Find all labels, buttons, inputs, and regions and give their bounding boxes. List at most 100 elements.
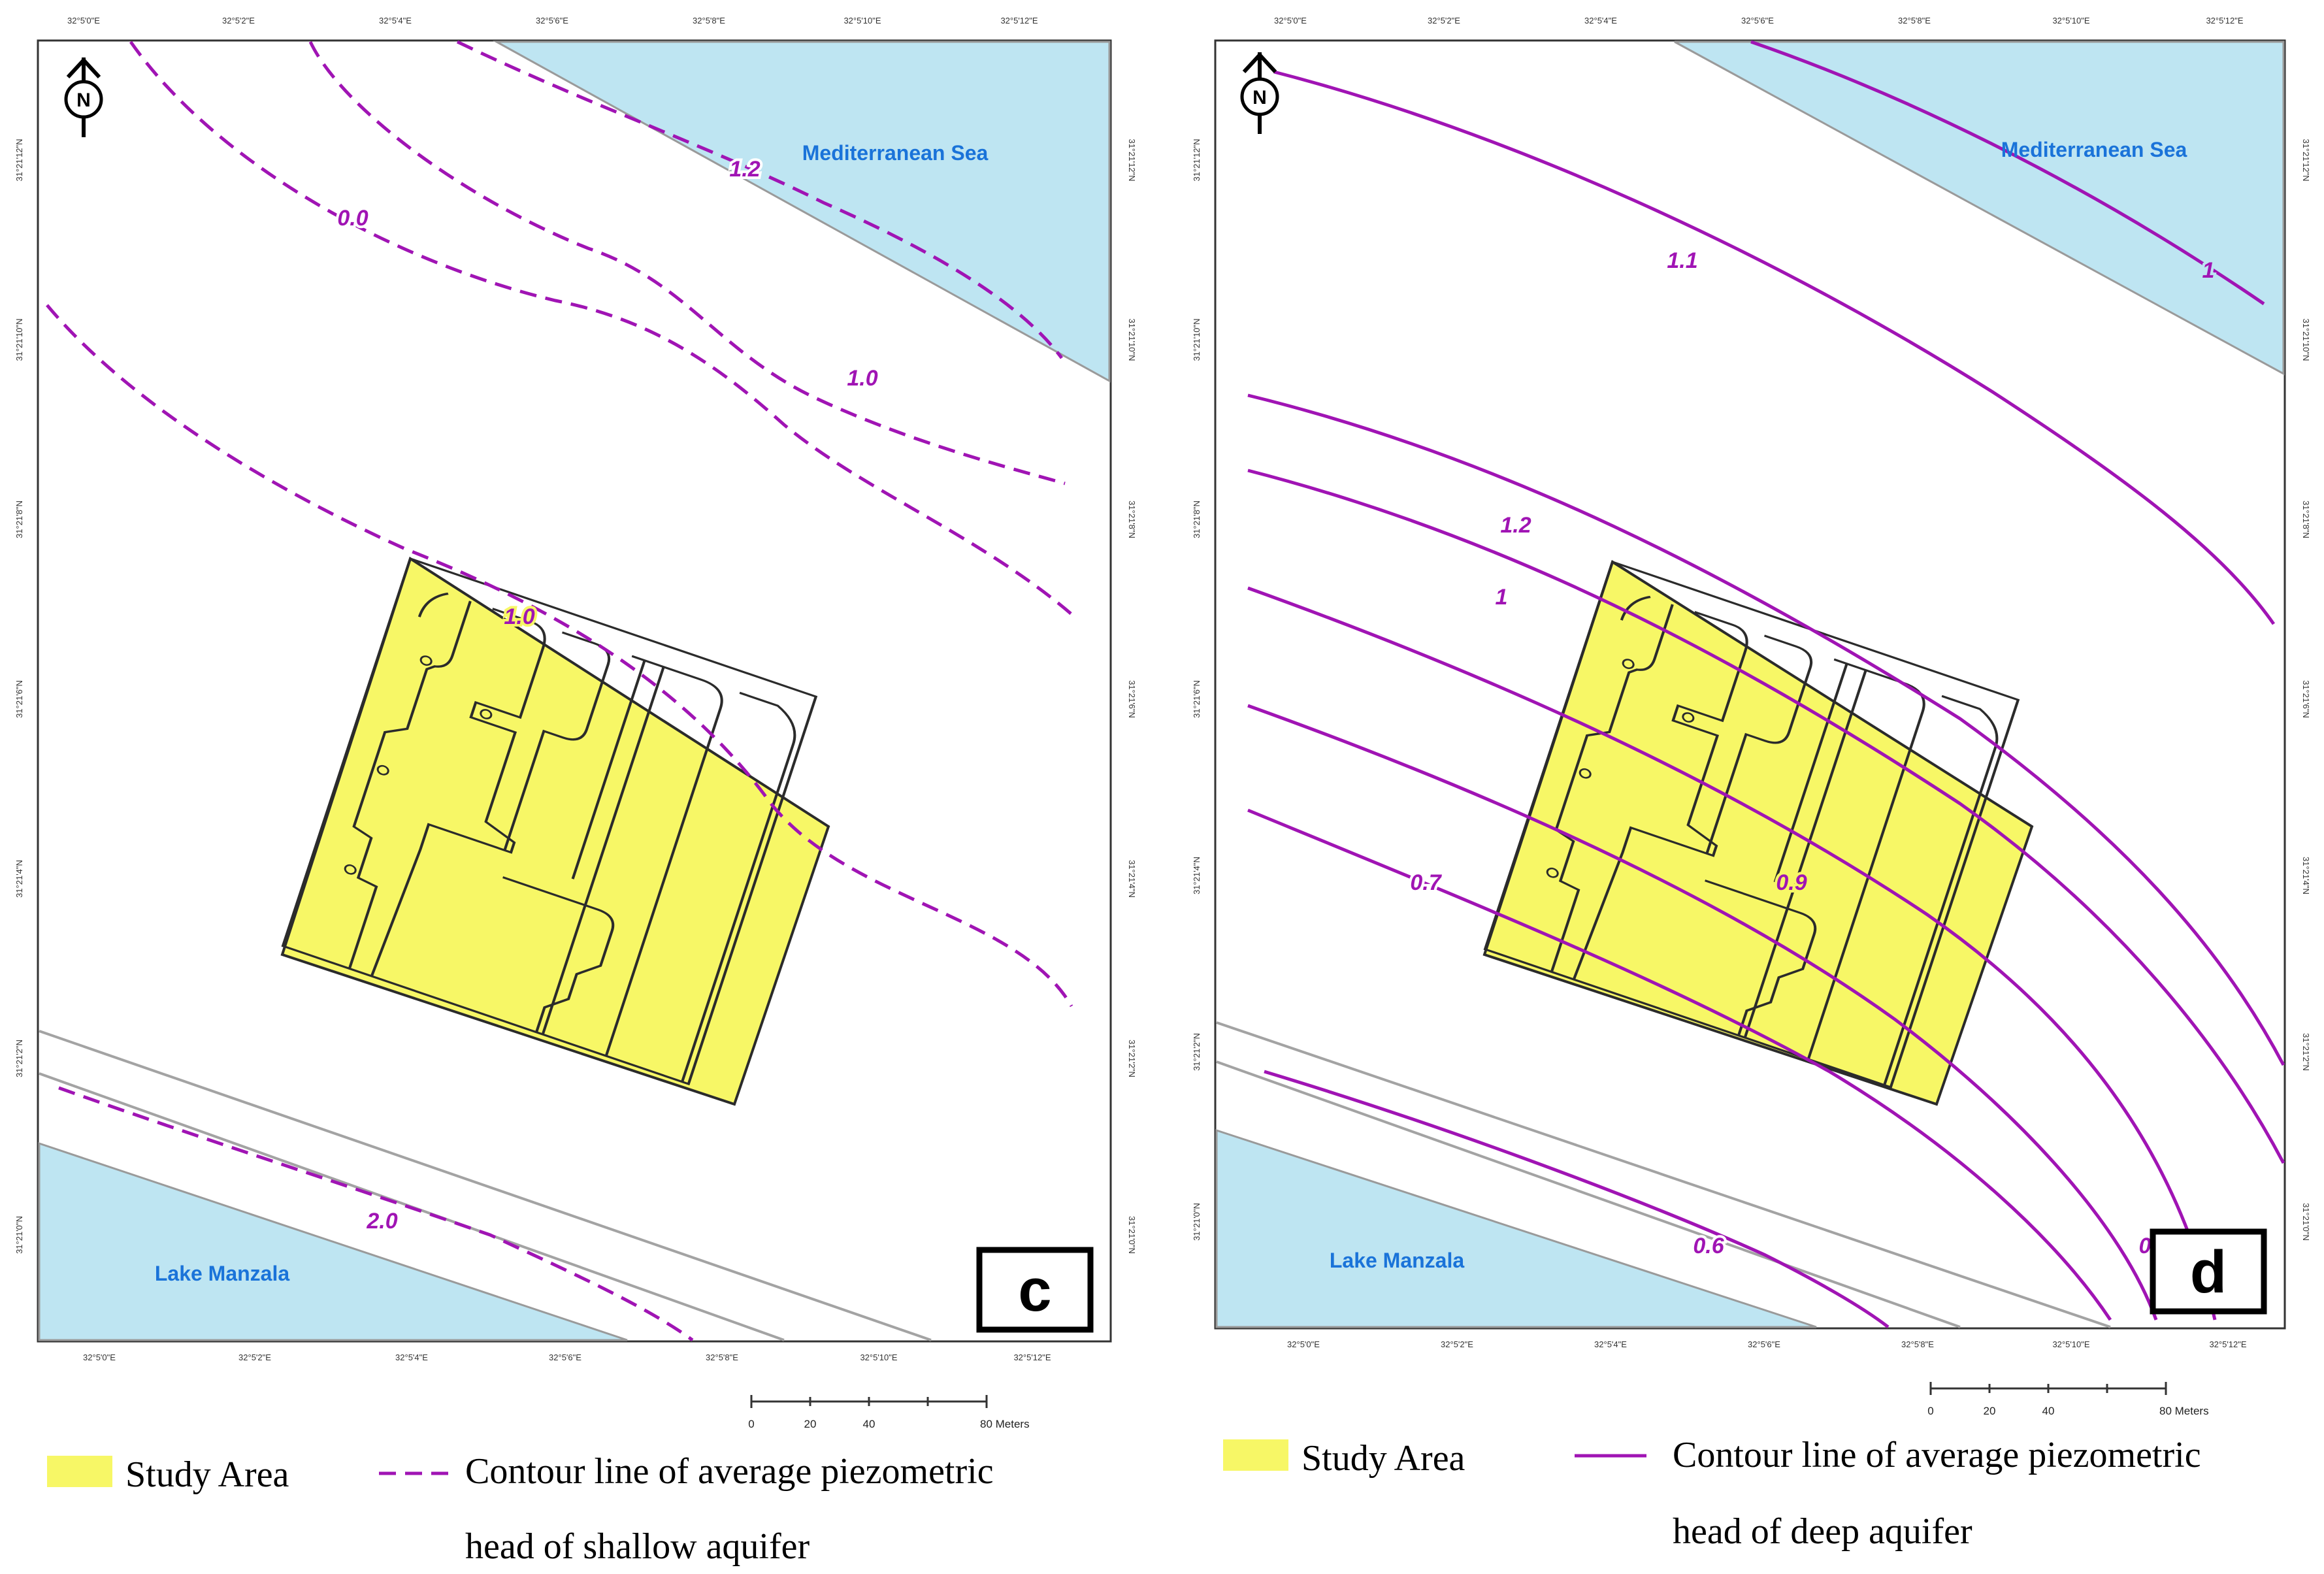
contour-line xyxy=(1247,704,2158,1320)
contour-line xyxy=(1247,586,2217,1320)
road-line xyxy=(1216,1021,2111,1328)
tick-label: 32°5'4"E xyxy=(379,16,412,25)
tick-label: 32°5'2"E xyxy=(1441,1339,1473,1349)
tick-label: 31°21'8"N xyxy=(2301,500,2311,538)
tick-label: 32°5'0"E xyxy=(1287,1339,1320,1349)
graticule-labels-c: 32°5'0"E 32°5'2"E 32°5'4"E 32°5'6"E 32°5… xyxy=(14,16,1137,1362)
tick-label: 31°21'12"N xyxy=(2301,139,2311,181)
tick-label: 32°5'8"E xyxy=(1898,16,1931,25)
tick-label: 31°21'4"N xyxy=(1192,857,1202,894)
contour-line xyxy=(1264,1070,1890,1328)
legend-contour-label: Contour line of average piezometric xyxy=(1673,1435,2201,1475)
contour-line xyxy=(308,41,1066,485)
tick-label: 31°21'12"N xyxy=(1192,139,1202,181)
contour-label: 0 xyxy=(2139,1234,2152,1258)
tick-label: 32°5'2"E xyxy=(222,16,255,25)
contour-line xyxy=(1273,70,2276,625)
contour-label: 1.0 xyxy=(847,366,877,391)
tick-label: 31°21'8"N xyxy=(1127,500,1137,538)
contour-line xyxy=(1247,468,2285,1164)
tick-label: 31°21'4"N xyxy=(1127,860,1137,898)
svg-text:40: 40 xyxy=(863,1418,876,1430)
tick-label: 31°21'10"N xyxy=(1127,318,1137,361)
tick-label: 32°5'0"E xyxy=(67,16,100,25)
tick-label: 31°21'6"N xyxy=(14,680,24,718)
tick-label: 31°21'10"N xyxy=(14,318,24,361)
sea-label-c: Mediterranean Sea xyxy=(802,141,989,165)
contour-line xyxy=(46,304,1073,1008)
contour-label: 1 xyxy=(1496,585,1508,610)
tick-label: 32°5'2"E xyxy=(1428,16,1460,25)
panel-letter-box-d xyxy=(2150,1228,2267,1315)
contour-line xyxy=(58,1086,694,1342)
tick-label: 31°21'4"N xyxy=(2301,857,2311,894)
svg-text:40: 40 xyxy=(2042,1405,2055,1417)
tick-label: 31°21'2"N xyxy=(14,1040,24,1077)
contour-label: 0.9 xyxy=(1776,870,1807,895)
contour-line xyxy=(1247,393,2285,1066)
tick-label: 32°5'6"E xyxy=(549,1353,581,1362)
panel-c: 1.2 0.0 1.0 1.0 2.0 Mediterranean Sea La… xyxy=(14,16,1137,1567)
deep-contours xyxy=(1247,40,2285,1328)
contour-labels-c: 1.2 0.0 1.0 1.0 2.0 xyxy=(335,154,880,1236)
contour-label: 0.0 xyxy=(337,206,368,231)
tick-label: 32°5'12"E xyxy=(2209,1339,2246,1349)
tick-label: 32°5'4"E xyxy=(395,1353,428,1362)
contour-label: 0.7 xyxy=(1410,870,1442,895)
legend-contour-label-2: head of deep aquifer xyxy=(1673,1511,1972,1552)
tick-label: 32°5'8"E xyxy=(1901,1339,1934,1349)
legend-swatch-study-area xyxy=(47,1456,112,1487)
panel-letter-box-c xyxy=(976,1247,1094,1333)
tick-label: 32°5'12"E xyxy=(1013,1353,1051,1362)
tick-label: 31°21'0"N xyxy=(1127,1216,1137,1254)
road-line xyxy=(1216,1060,1961,1328)
tick-label: 32°5'6"E xyxy=(536,16,568,25)
lake-manzala-area-c xyxy=(38,1141,628,1341)
tick-label: 32°5'8"E xyxy=(706,1353,738,1362)
tick-label: 31°21'0"N xyxy=(2301,1203,2311,1241)
svg-text:0: 0 xyxy=(748,1418,754,1430)
tick-label: 32°5'4"E xyxy=(1584,16,1617,25)
contour-line xyxy=(1750,40,2265,306)
tick-label: 31°21'2"N xyxy=(1192,1033,1202,1071)
contour-label: 1.2 xyxy=(1500,513,1531,538)
tick-label: 32°5'0"E xyxy=(83,1353,116,1362)
tick-label: 31°21'2"N xyxy=(2301,1033,2311,1071)
contour-label: 0.6 xyxy=(1693,1234,1724,1258)
tick-label: 31°21'8"N xyxy=(1192,500,1202,538)
svg-text:80 Meters: 80 Meters xyxy=(980,1418,1030,1430)
contour-label: 1.2 xyxy=(729,157,760,182)
tick-label: 32°5'10"E xyxy=(860,1353,897,1362)
contour-label: 1.1 xyxy=(1667,248,1697,273)
lake-label-d: Lake Manzala xyxy=(1330,1249,1465,1272)
tick-label: 32°5'10"E xyxy=(843,16,881,25)
tick-label: 32°5'6"E xyxy=(1748,1339,1780,1349)
road-line xyxy=(39,1030,932,1341)
tick-label: 31°21'0"N xyxy=(1192,1203,1202,1241)
tick-label: 31°21'0"N xyxy=(14,1216,24,1254)
contour-labels-d: 1.1 1 1.2 1 0.9 0.7 0.6 0 xyxy=(1407,246,2217,1261)
tick-label: 31°21'2"N xyxy=(1127,1040,1137,1077)
contour-line xyxy=(129,41,1073,615)
legend-d: Study Area Contour line of average piezo… xyxy=(1223,1435,2201,1552)
tick-label: 32°5'6"E xyxy=(1741,16,1774,25)
contour-line xyxy=(456,40,1064,359)
panel-d: 1.1 1 1.2 1 0.9 0.7 0.6 0 Mediterranean … xyxy=(1192,16,2311,1552)
svg-text:20: 20 xyxy=(804,1418,817,1430)
lake-label-c: Lake Manzala xyxy=(155,1262,290,1285)
legend-study-area-label: Study Area xyxy=(1301,1438,1465,1479)
tick-label: 31°21'8"N xyxy=(14,500,24,538)
tick-label: 32°5'10"E xyxy=(2052,1339,2089,1349)
tick-label: 32°5'12"E xyxy=(2206,16,2243,25)
legend-contour-label-2: head of shallow aquifer xyxy=(465,1526,810,1567)
tick-label: 32°5'4"E xyxy=(1594,1339,1627,1349)
tick-label: 32°5'0"E xyxy=(1274,16,1307,25)
tick-label: 31°21'12"N xyxy=(14,139,24,181)
contour-line xyxy=(1247,808,2112,1321)
graticule-labels-d: 32°5'0"E 32°5'2"E 32°5'4"E 32°5'6"E 32°5… xyxy=(1192,16,2311,1349)
sea-label-d: Mediterranean Sea xyxy=(2001,138,2187,161)
panel-letter-c: c xyxy=(1018,1257,1051,1324)
lake-manzala-area-d xyxy=(1215,1128,1817,1328)
tick-label: 32°5'10"E xyxy=(2052,16,2089,25)
